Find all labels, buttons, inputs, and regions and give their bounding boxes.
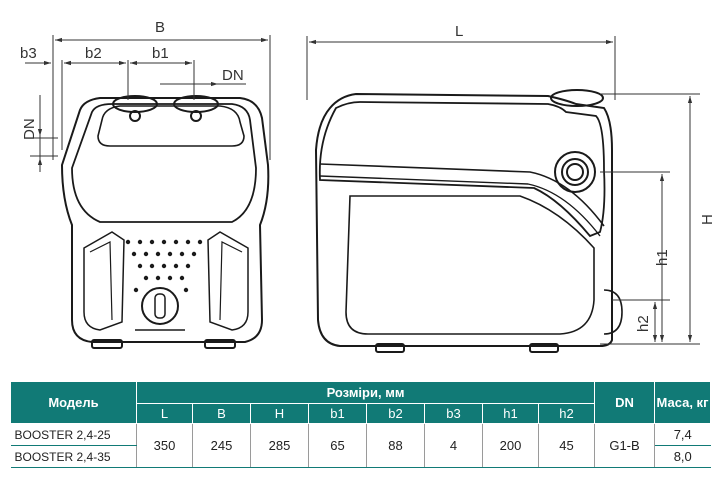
dim-label-h2: h2: [635, 315, 652, 332]
dim-label-L: L: [455, 23, 463, 40]
front-dimensions: [25, 35, 271, 172]
value-h2: 45: [538, 423, 595, 468]
subheader-H: H: [250, 403, 309, 424]
table-row: BOOSTER 2,4-35 8,0: [10, 445, 711, 468]
table-row: BOOSTER 2,4-25 350 245 285 65 88 4 200 4…: [10, 423, 711, 468]
mass-cell: 7,4: [654, 423, 711, 446]
header-mass: Маса, кг: [654, 381, 711, 424]
value-h1: 200: [482, 423, 539, 468]
front-view: [60, 95, 270, 349]
side-view: [314, 89, 623, 353]
subheader-B: B: [192, 403, 251, 424]
dim-label-b3: b3: [20, 45, 37, 62]
mass-cell: 8,0: [654, 445, 711, 468]
header-dn: DN: [594, 381, 655, 424]
value-b2: 88: [366, 423, 425, 468]
subheader-b2: b2: [366, 403, 425, 424]
value-H: 285: [250, 423, 309, 468]
value-b3: 4: [424, 423, 483, 468]
value-dn: G1-B: [594, 423, 655, 468]
side-dimensions: [306, 36, 700, 345]
model-cell: BOOSTER 2,4-25: [10, 423, 137, 446]
dim-label-B: B: [155, 19, 165, 36]
subheader-b3: b3: [424, 403, 483, 424]
value-L: 350: [136, 423, 193, 468]
subheader-h1: h1: [482, 403, 539, 424]
value-b1: 65: [308, 423, 367, 468]
dim-label-h1: h1: [654, 249, 671, 266]
dim-label-H: H: [699, 214, 716, 225]
subheader-b1: b1: [308, 403, 367, 424]
subheader-h2: h2: [538, 403, 595, 424]
dim-label-b2: b2: [85, 45, 102, 62]
dim-label-dn-left: DN: [21, 118, 38, 140]
model-cell: BOOSTER 2,4-35: [10, 445, 137, 468]
dim-label-b1: b1: [152, 45, 169, 62]
dim-label-dn-top: DN: [222, 67, 244, 84]
subheader-L: L: [136, 403, 193, 424]
spec-table: Модель Розміри, мм DN Маса, кг L B H b1 …: [10, 381, 711, 468]
header-model: Модель: [10, 381, 137, 424]
technical-drawing: B b3 b2 b1 DN DN L H h1 h2: [20, 19, 716, 353]
header-dimensions: Розміри, мм: [136, 381, 595, 404]
vent-grille: [125, 239, 203, 293]
value-B: 245: [192, 423, 251, 468]
